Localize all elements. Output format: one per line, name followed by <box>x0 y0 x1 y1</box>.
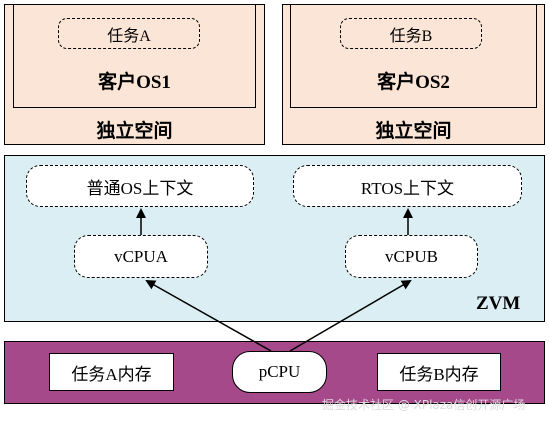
guest-os-2-title: 客户OS2 <box>377 72 450 93</box>
context-normal-os: 普通OS上下文 <box>26 165 254 207</box>
zvm-label: ZVM <box>476 293 521 314</box>
isolated-space-a-label: 独立空间 <box>96 121 173 142</box>
vcpu-a-box: vCPUA <box>74 235 208 278</box>
context-rtos: RTOS上下文 <box>293 165 522 207</box>
pcpu-box: pCPU <box>232 351 327 393</box>
arrow-pcpu-to-vcpu-b <box>289 279 412 352</box>
watermark: 掘金技术社区 @ XPlaza信创开源广场 <box>322 398 526 412</box>
isolated-space-b-label: 独立空间 <box>375 121 452 142</box>
guest-os-1-title: 客户OS1 <box>98 72 171 93</box>
task-a-box: 任务A <box>58 18 200 49</box>
task-a-memory: 任务A内存 <box>49 353 174 391</box>
task-b-memory: 任务B内存 <box>377 353 501 391</box>
vcpu-b-box: vCPUB <box>345 235 478 278</box>
arrow-pcpu-to-vcpu-a <box>145 280 272 352</box>
task-b-box: 任务B <box>340 18 482 49</box>
